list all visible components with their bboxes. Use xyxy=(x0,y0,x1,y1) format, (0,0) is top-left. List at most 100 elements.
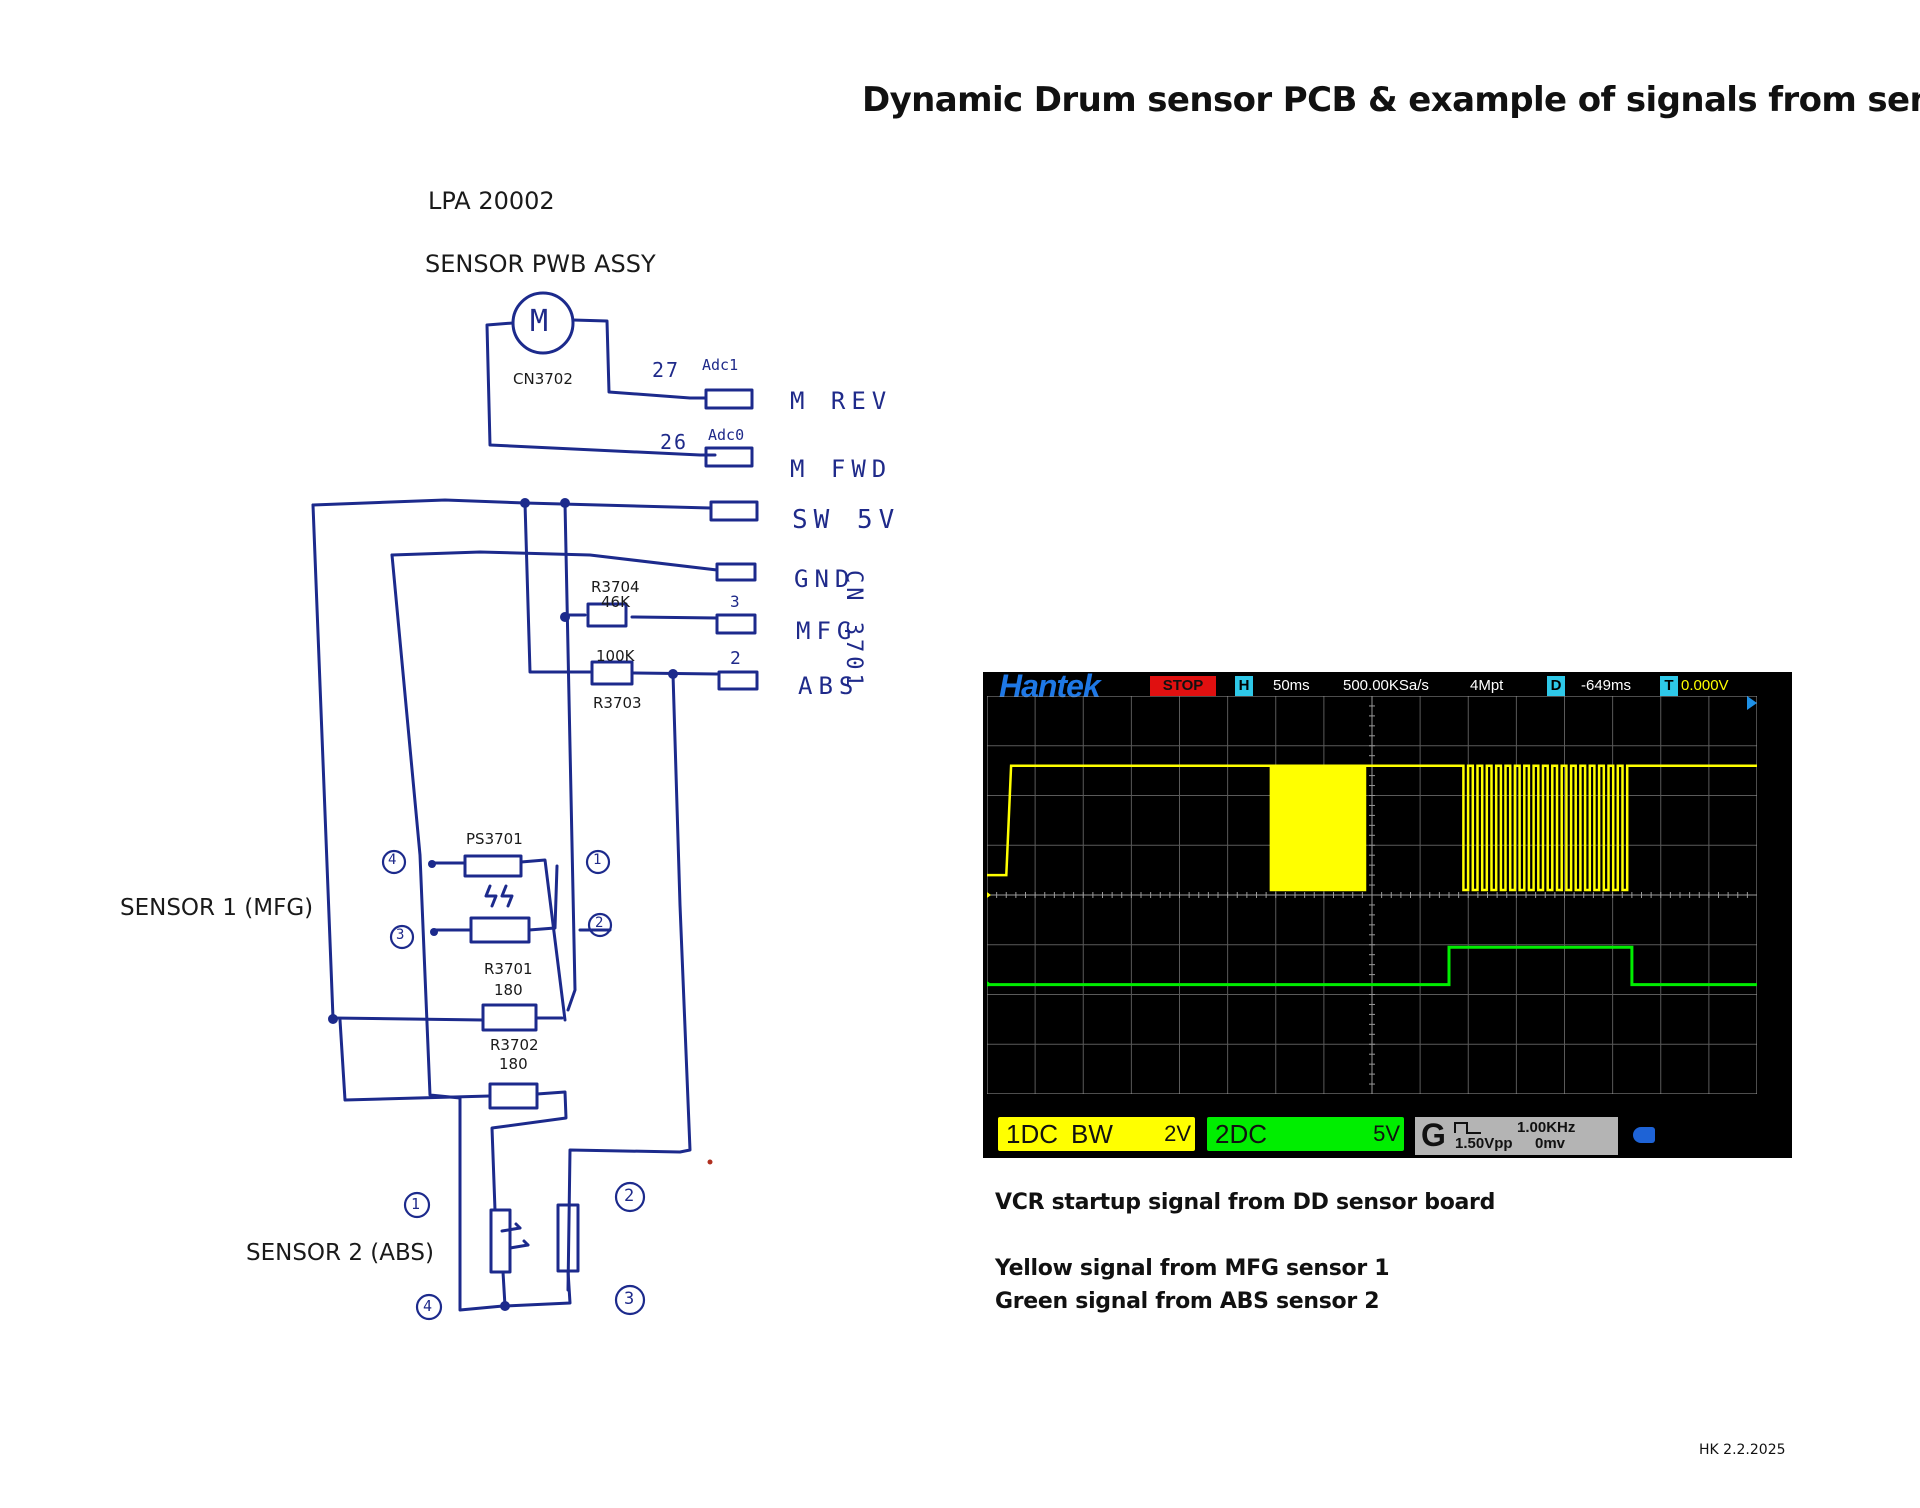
signal-sw5v: SW 5V xyxy=(792,505,901,535)
r3701-value: 180 xyxy=(494,981,523,999)
part-number: LPA 20002 xyxy=(428,187,555,215)
pin-box-m-fwd xyxy=(704,446,754,468)
cn3701-label: CN 3701 xyxy=(841,570,866,691)
r3704-ref: R3704 xyxy=(591,578,640,596)
pin26-number: 26 xyxy=(660,430,689,454)
signal-m-fwd: M FWD xyxy=(790,455,893,483)
trigger-key-icon: T xyxy=(1660,676,1678,696)
trigger-position-marker xyxy=(1747,696,1757,710)
wire-to-r3703 xyxy=(523,501,592,674)
ch2-ground-marker xyxy=(987,981,991,987)
ch2-scale: 5V xyxy=(1373,1121,1400,1146)
delay-value: -649ms xyxy=(1581,677,1632,694)
sensor1-pin-1: 1 xyxy=(593,852,602,868)
wire-left-outer xyxy=(311,503,335,1020)
ch1-coupling: 1DC xyxy=(1006,1119,1059,1149)
memory-depth-value: 4Mpt xyxy=(1470,677,1504,694)
author-date-stamp: HK 2.2.2025 xyxy=(1699,1442,1786,1458)
sensor1-led xyxy=(463,854,523,878)
pin27-port: Adc1 xyxy=(702,356,739,374)
sensor2-pin-2: 2 xyxy=(624,1186,635,1206)
scope-status-bar: Hantek STOP H 50ms 500.00KSa/s 4Mpt D -6… xyxy=(983,668,1792,704)
r3702-ref: R3702 xyxy=(490,1036,539,1054)
ch2-coupling: 2DC xyxy=(1215,1119,1268,1149)
pin27-number: 27 xyxy=(652,358,681,382)
generator-offset: 0mv xyxy=(1535,1135,1566,1152)
scope-channel-bar: 1DC BW 2V 2DC 5V G 1.00KHz 1.50Vpp 0mv xyxy=(983,1115,1792,1155)
scope-plot xyxy=(987,696,1757,1094)
ch1-trace xyxy=(987,764,1757,892)
ch2-trace xyxy=(987,945,1757,987)
assembly-label: SENSOR PWB ASSY xyxy=(425,250,656,278)
sensor1-pin-4: 4 xyxy=(388,852,397,868)
trigger-level-value: 0.000V xyxy=(1681,677,1729,694)
r3703-value: 100K xyxy=(596,647,635,665)
pin-number-circles xyxy=(381,849,646,1321)
scope-grid xyxy=(987,696,1757,1094)
r3702-value: 180 xyxy=(499,1055,528,1073)
signal-gnd: GND xyxy=(794,565,856,593)
ch1-bandwidth-limit: BW xyxy=(1071,1119,1113,1149)
ch1-settings: 1DC BW 2V xyxy=(998,1117,1195,1151)
caption-yellow: Yellow signal from MFG sensor 1 xyxy=(995,1256,1390,1281)
delay-key-icon: D xyxy=(1547,676,1565,696)
sensor1-transistor xyxy=(469,916,531,944)
wire-r3704-mfg xyxy=(630,615,719,620)
ch1-scale: 2V xyxy=(1164,1121,1191,1146)
sample-rate-value: 500.00KSa/s xyxy=(1343,677,1429,694)
junction-dots xyxy=(328,498,678,1311)
r3701-ref: R3701 xyxy=(484,960,533,978)
ch2-settings: 2DC 5V xyxy=(1207,1117,1404,1151)
wire-abs-down xyxy=(566,672,692,1292)
resistor-r3702 xyxy=(488,1082,539,1110)
pin-box-sw5v xyxy=(709,500,759,522)
signal-m-rev: M REV xyxy=(790,387,893,415)
generator-settings: G 1.00KHz 1.50Vpp 0mv xyxy=(1415,1117,1618,1155)
pin-box-m-rev xyxy=(704,388,754,410)
sensor1-part: PS3701 xyxy=(466,830,523,848)
sensor2-label: SENSOR 2 (ABS) xyxy=(246,1240,434,1266)
wire-sw5v xyxy=(311,498,712,510)
signal-abs: ABS xyxy=(798,672,860,700)
timebase-value: 50ms xyxy=(1273,677,1310,694)
cn3702-label: CN3702 xyxy=(513,370,573,388)
motor-label: M xyxy=(530,304,549,339)
sensor1-pin-3: 3 xyxy=(396,927,405,943)
wire-m-rev xyxy=(571,318,707,400)
page-title: Dynamic Drum sensor PCB & example of sig… xyxy=(862,80,1920,120)
sensor2-pin-4: 4 xyxy=(423,1297,433,1315)
caption-startup: VCR startup signal from DD sensor board xyxy=(995,1190,1496,1215)
pin-box-abs xyxy=(717,670,759,691)
ch1-ground-marker xyxy=(987,892,991,898)
resistor-r3701 xyxy=(481,1003,538,1032)
caption-green: Green signal from ABS sensor 2 xyxy=(995,1289,1380,1314)
pin26-port: Adc0 xyxy=(708,426,745,444)
sensor1-pin-2: 2 xyxy=(595,915,604,931)
wire-5v-down xyxy=(563,501,577,1012)
resistor-r3703 xyxy=(590,660,634,686)
r3704-value: 46K xyxy=(601,593,630,611)
sensor1-label: SENSOR 1 (MFG) xyxy=(120,895,314,921)
usb-storage-icon xyxy=(1633,1127,1655,1143)
horizontal-key-icon: H xyxy=(1235,676,1253,696)
pin-box-gnd xyxy=(715,562,757,582)
wire-gnd xyxy=(390,550,719,572)
generator-amplitude: 1.50Vpp xyxy=(1455,1135,1513,1152)
signal-mfg: MFG xyxy=(796,617,858,645)
pin2-number: 2 xyxy=(730,648,741,669)
run-stop-indicator: STOP xyxy=(1150,676,1216,696)
sensor2-pin-1: 1 xyxy=(411,1195,421,1213)
sensor2-led xyxy=(489,1208,512,1274)
stray-mark xyxy=(707,1159,713,1165)
schematic-drawing xyxy=(311,291,759,1321)
generator-key: G xyxy=(1421,1117,1446,1153)
pin3-number: 3 xyxy=(730,592,740,611)
square-wave-icon xyxy=(1454,1122,1481,1134)
generator-frequency: 1.00KHz xyxy=(1517,1119,1576,1136)
scope-brand-logo: Hantek xyxy=(999,668,1101,704)
resistor-r3704 xyxy=(586,602,628,628)
pin-box-mfg xyxy=(715,613,757,635)
sensor2-pin-3: 3 xyxy=(624,1289,635,1309)
oscilloscope-screen: Hantek STOP H 50ms 500.00KSa/s 4Mpt D -6… xyxy=(983,668,1792,1158)
r3703-ref: R3703 xyxy=(593,694,642,712)
